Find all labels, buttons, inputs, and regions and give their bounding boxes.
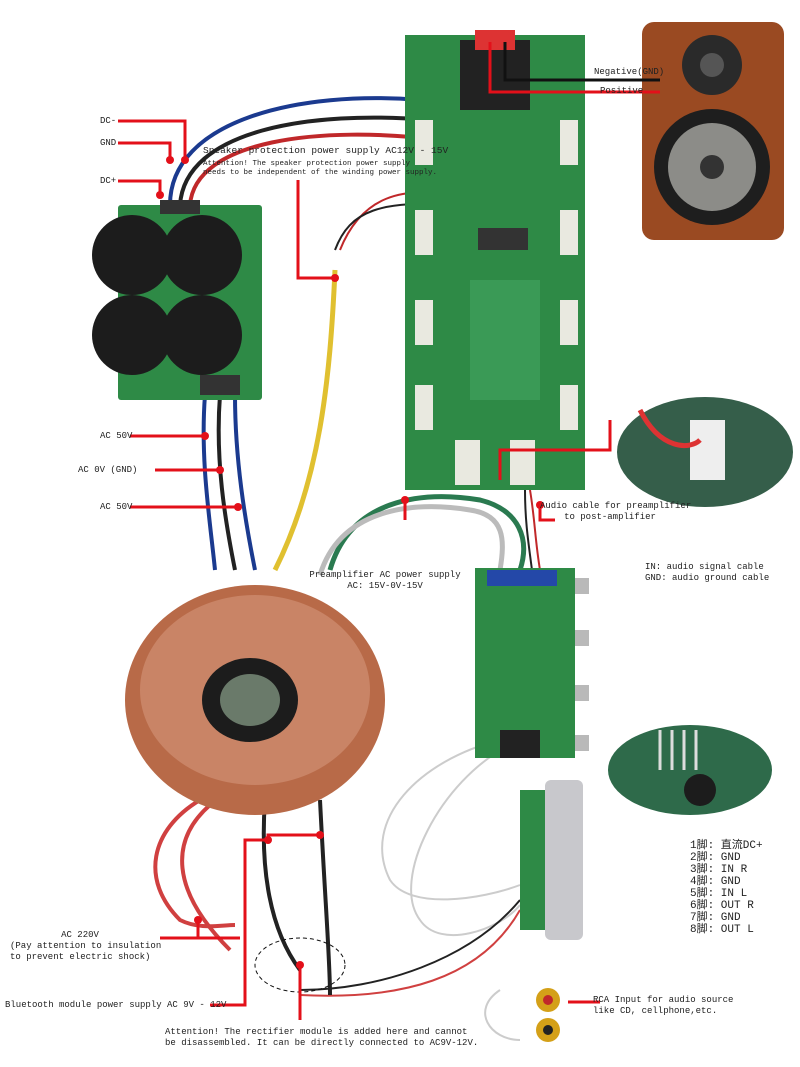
toroidal-transformer (125, 585, 385, 815)
label-speaker-protection: Speaker protection power supply AC12V - … (203, 145, 449, 156)
preamp-power-line-2: AC: 15V-0V-15V (347, 581, 423, 591)
audio-cable-line-2: to post-amplifier (564, 512, 656, 522)
label-ac50v-bottom: AC 50V (100, 502, 133, 512)
pin-8: 8脚: OUT L (690, 924, 754, 936)
label-speaker-protection-note-2: needs to be independent of the winding p… (203, 169, 438, 177)
inset-bluetooth-connector (608, 725, 772, 815)
audio-cable-line-1: Audio cable for preamplifier (540, 501, 692, 511)
pin-2: 2脚: GND (690, 852, 741, 864)
pin-7: 7脚: GND (690, 912, 741, 924)
rca-jacks (536, 988, 560, 1042)
pin-5: 5脚: IN L (690, 888, 748, 900)
bluetooth-pinout: 1脚: 直流DC+ 2脚: GND 3脚: IN R 4脚: GND 5脚: I… (690, 840, 763, 936)
pin-6: 6脚: OUT R (690, 900, 754, 912)
label-rca-2: like CD, cellphone,etc. (593, 1006, 718, 1016)
pin-4: 4脚: GND (690, 876, 741, 888)
ac220-line-2: (Pay attention to insulation (10, 941, 162, 951)
label-rectifier-2: be disassembled. It can be directly conn… (165, 1038, 479, 1048)
label-negative: Negative(GND) (594, 67, 665, 77)
preamp-power-line-1: Preamplifier AC power supply (309, 570, 461, 580)
label-positive: Positive (600, 86, 644, 96)
label-dc-minus: DC- (100, 116, 117, 126)
pin-1: 1脚: 直流DC+ (690, 840, 763, 852)
inset-audio-connector (617, 397, 793, 507)
preamp-board (475, 568, 589, 758)
label-dc-plus: DC+ (100, 176, 117, 186)
power-wires (153, 96, 541, 1041)
label-rca-1: RCA Input for audio source (593, 995, 734, 1005)
amplifier-board (405, 30, 585, 490)
label-rectifier-1: Attention! The rectifier module is added… (165, 1027, 468, 1037)
label-gnd: GND (100, 138, 117, 148)
capacitor-board (92, 200, 262, 400)
label-gnd-ground: GND: audio ground cable (645, 573, 770, 583)
label-in-signal: IN: audio signal cable (645, 562, 764, 572)
ac220-line-1: AC 220V (61, 930, 99, 940)
leader-dots (156, 156, 544, 969)
speaker-cabinet (642, 22, 784, 240)
label-ac0v: AC 0V (GND) (78, 465, 138, 475)
bluetooth-module (520, 780, 583, 940)
annotation-leaders (118, 119, 612, 1020)
label-speaker-protection-note-1: Attention! The speaker protection power … (203, 160, 411, 168)
label-ac50v-top: AC 50V (100, 431, 133, 441)
label-bt-power: Bluetooth module power supply AC 9V - 12… (5, 1000, 227, 1010)
speaker-leaders (488, 42, 660, 94)
pin-3: 3脚: IN R (690, 864, 748, 876)
ac220-line-3: to prevent electric shock) (10, 952, 151, 962)
